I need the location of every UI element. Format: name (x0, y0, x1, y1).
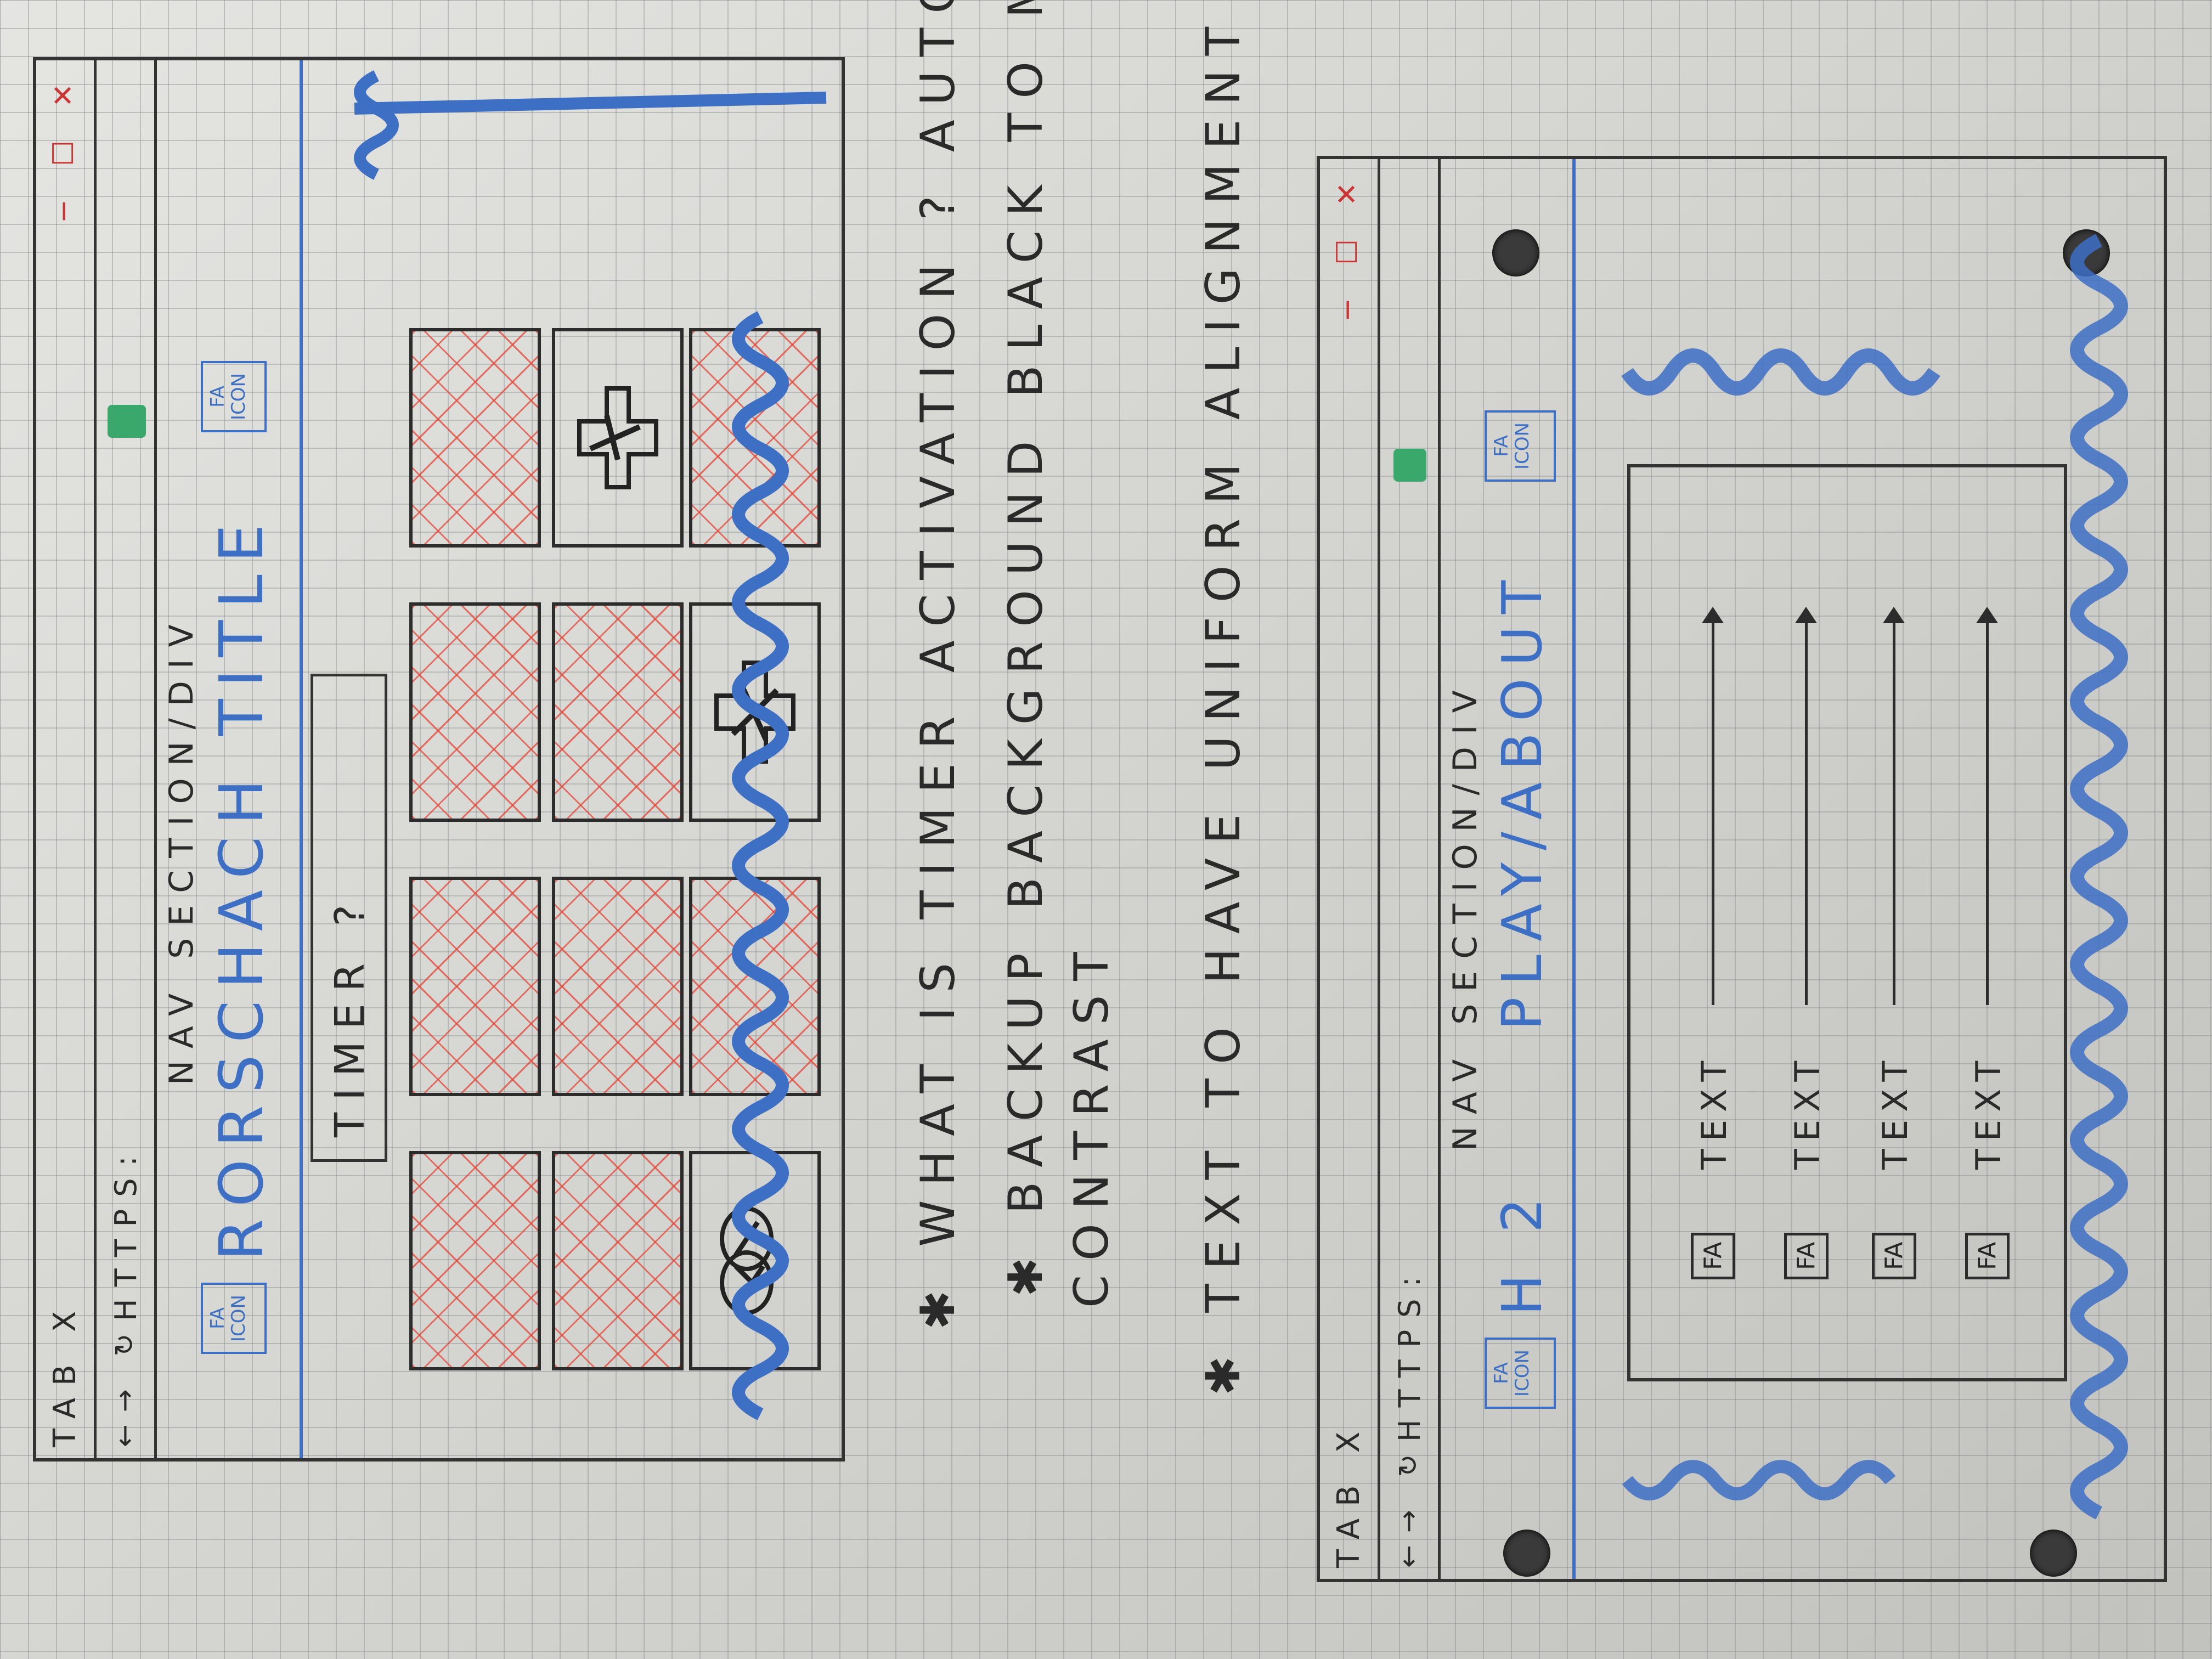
note-timer: ✱ WHAT IS TIMER ACTIVATION ? AUTO/MANUAL… (911, 0, 966, 1330)
browser-window-sketch-1: TAB X − ☐ ✕ ←→ ↻ HTTPS: NAV SECTION/DIV … (33, 57, 845, 1462)
blue-squiggle-border (354, 70, 827, 1420)
note-contrast: CONTRAST (1064, 938, 1119, 1308)
note-background: ✱ BACKUP BACKGROUND BLACK TO MAINTAIN (998, 0, 1053, 1297)
card-revealed[interactable] (552, 328, 684, 548)
browser-window-sketch-2: TAB X − ☐ ✕ ←→ ↻ HTTPS: NAV SECTION/DIV … (1317, 156, 2167, 1582)
cross-shape-icon (577, 386, 658, 489)
note-alignment: ✱ TEXT TO HAVE UNIFORM ALIGNMENT / MARGI… (1196, 0, 1251, 1396)
blue-squiggle-border (1621, 234, 2128, 1520)
